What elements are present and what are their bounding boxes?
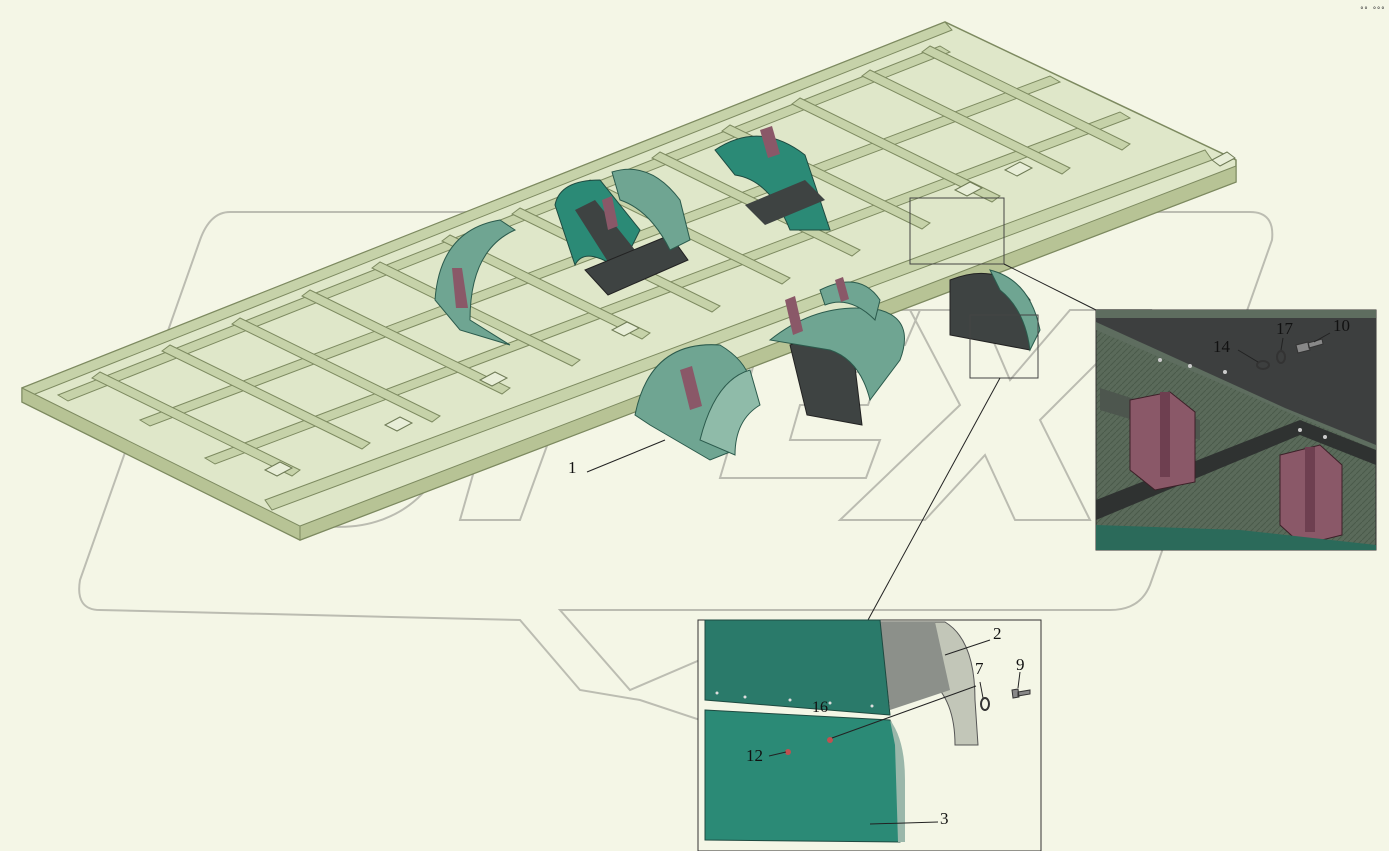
fender-arch [434,219,517,346]
bolt-9 [1011,688,1031,699]
detail-view-fender [697,619,1042,851]
washer-17 [1276,350,1286,364]
nut-12 [785,749,791,755]
detail-view-frame [1095,309,1377,551]
detail-marker-top [909,197,1005,265]
detail-fender-panel [704,619,891,716]
callout-16: 16 [812,699,828,716]
callout-1: 1 [568,458,577,477]
leader-to-fender-detail [867,377,1001,621]
detail-mudflap [704,709,901,843]
frame-brackets [263,151,1236,477]
callout-7: 7 [975,659,984,678]
callout-17: 17 [1276,319,1293,338]
callout-14: 14 [1213,337,1230,356]
washer-14 [1256,360,1270,370]
callout-9: 9 [1016,655,1025,674]
detail-marker-fender [969,314,1039,379]
callout-3: 3 [940,809,949,828]
leader-1 [586,439,666,473]
leader-to-top-detail [1003,263,1097,311]
callout-2: 2 [993,624,1002,643]
corner-mark: °° °°° [1359,6,1385,14]
washer-7 [980,697,990,711]
callout-10: 10 [1333,316,1350,335]
nut-7 [827,737,833,743]
callout-12: 12 [746,746,763,765]
